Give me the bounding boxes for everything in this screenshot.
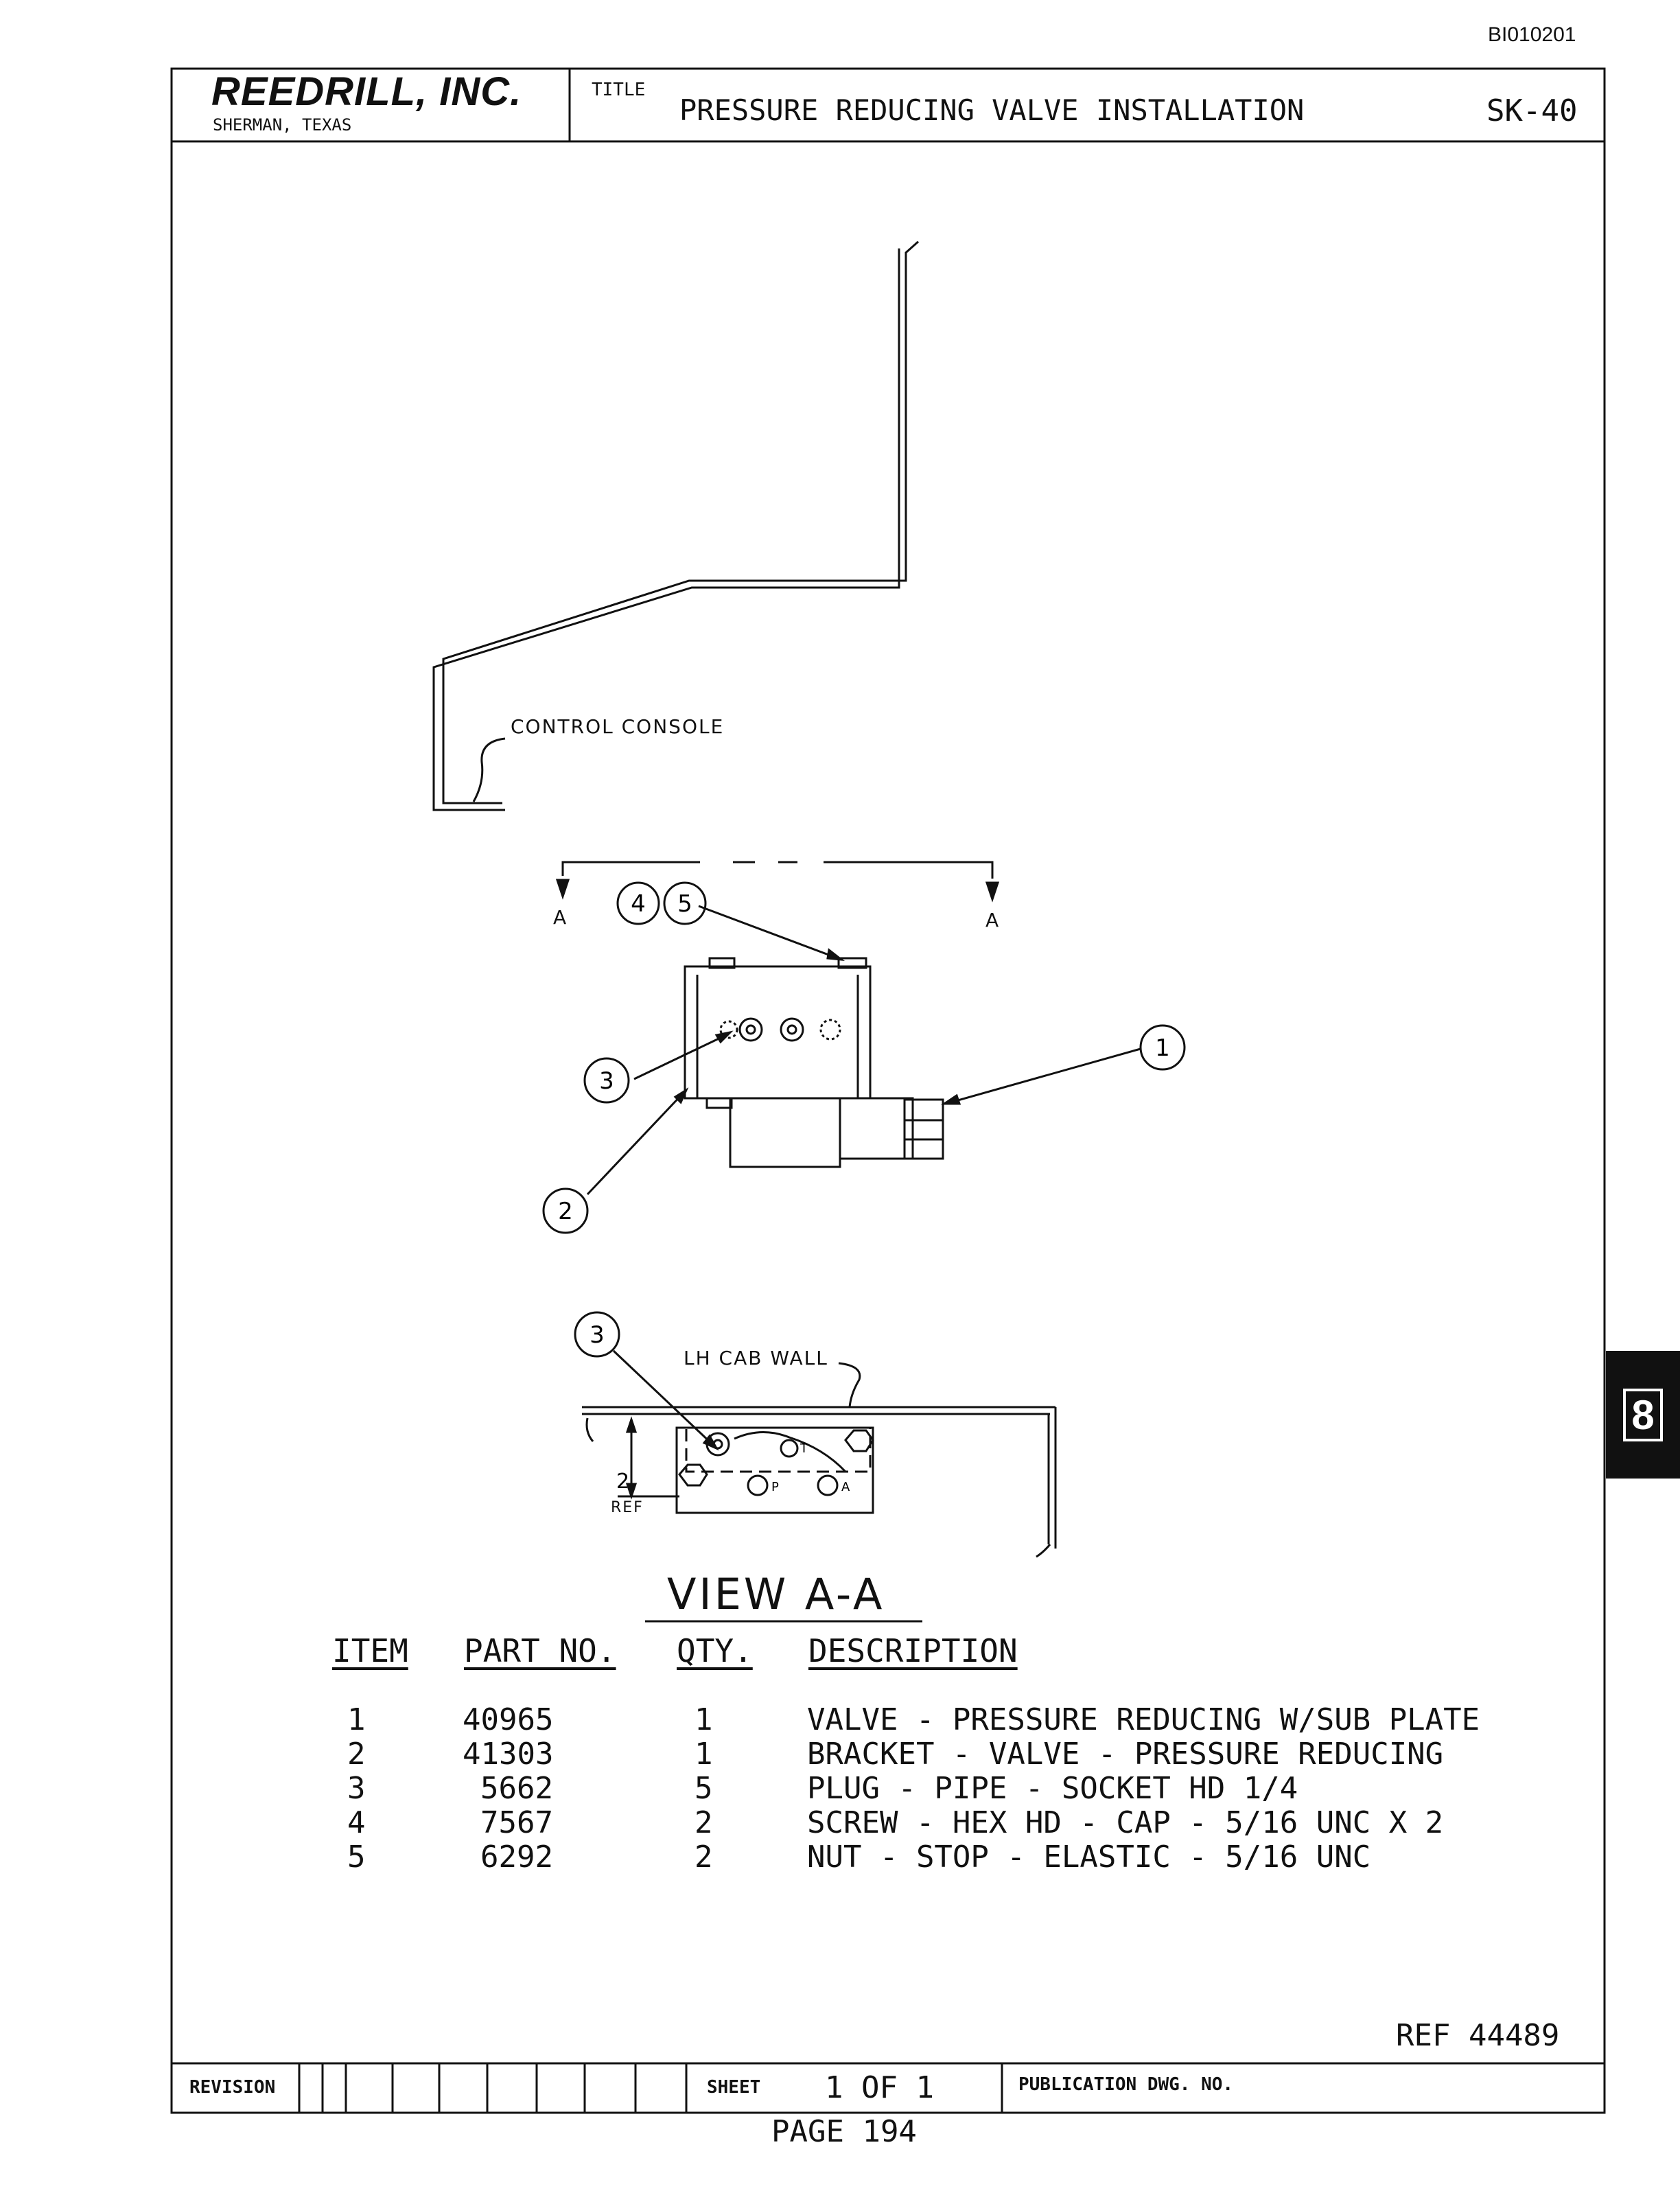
port-t: T [800, 1441, 808, 1456]
drawing-title: PRESSURE REDUCING VALVE INSTALLATION [679, 93, 1305, 127]
revision-label: REVISION [189, 2077, 276, 2098]
company-location: SHERMAN, TEXAS [213, 115, 352, 135]
wall-label: LH CAB WALL [684, 1347, 828, 1369]
svg-text:2: 2 [616, 1470, 629, 1494]
callout-1-circle [1139, 1024, 1186, 1071]
table-row-desc: SCREW - HEX HD - CAP - 5/16 UNC X 2 [807, 1805, 1444, 1840]
sheet-label: SHEET [707, 2077, 761, 2098]
callout-3b-circle [574, 1311, 620, 1358]
table-row-desc: PLUG - PIPE - SOCKET HD 1/4 [807, 1771, 1298, 1806]
callout-3b: 3 [590, 1321, 605, 1349]
callout-5-circle [663, 881, 707, 925]
table-row-part: 40965 [463, 1702, 554, 1737]
table-row-qty: 1 [695, 1702, 713, 1737]
callout-4-circle [616, 881, 660, 925]
table-row-part: 7567 [480, 1805, 553, 1840]
table-row-part: 41303 [463, 1737, 554, 1772]
header-part: PART NO. [464, 1632, 616, 1669]
table-row-item: 4 [347, 1805, 366, 1840]
company-name: REEDRILL, INC. [211, 69, 522, 114]
header-item: ITEM [332, 1632, 408, 1669]
document-id: BI010201 [1488, 23, 1576, 46]
table-row-desc: NUT - STOP - ELASTIC - 5/16 UNC [807, 1840, 1371, 1875]
section-marker-left: A [553, 906, 568, 929]
valve-bracket [684, 965, 872, 1100]
section-tab-number: 8 [1623, 1388, 1663, 1441]
table-row-part: 6292 [480, 1840, 553, 1875]
reference-number: REF 44489 [1396, 2018, 1560, 2053]
table-row-qty: 2 [695, 1805, 713, 1840]
table-row-part: 5662 [480, 1771, 553, 1806]
callout-2-circle [542, 1187, 589, 1234]
dimension-ref: REF [611, 1499, 644, 1516]
table-row-item: 2 [347, 1737, 366, 1772]
sheet-value: 1 OF 1 [825, 2070, 934, 2105]
table-row-desc: VALVE - PRESSURE REDUCING W/SUB PLATE [807, 1702, 1480, 1737]
table-row-item: 3 [347, 1771, 366, 1806]
table-row-qty: 5 [695, 1771, 713, 1806]
control-console-outline [442, 240, 919, 804]
table-row-qty: 1 [695, 1737, 713, 1772]
callout-1: 1 [1155, 1034, 1170, 1062]
publication-label: PUBLICATION DWG. NO. [1018, 2074, 1234, 2095]
callout-3-circle [583, 1057, 630, 1104]
callout-5: 5 [677, 890, 692, 918]
sketch-number: SK-40 [1486, 93, 1578, 128]
section-line [561, 861, 994, 879]
valve-solenoid [839, 1097, 914, 1160]
valve-body [729, 1097, 841, 1168]
page-number: PAGE 194 [771, 2114, 917, 2149]
table-row-item: 5 [347, 1840, 366, 1875]
port-a: A [841, 1480, 850, 1494]
header-desc: DESCRIPTION [808, 1632, 1018, 1669]
control-console-label: CONTROL CONSOLE [511, 715, 725, 738]
port-p: P [771, 1480, 779, 1494]
view-title: VIEW A-A [667, 1569, 885, 1619]
callout-4: 4 [631, 890, 646, 918]
table-row-desc: BRACKET - VALVE - PRESSURE REDUCING [807, 1737, 1444, 1772]
title-label: TITLE [592, 80, 646, 100]
callout-3: 3 [599, 1067, 614, 1095]
callout-2: 2 [558, 1198, 573, 1225]
wall-leader [838, 1362, 861, 1408]
table-row-item: 1 [347, 1702, 366, 1737]
table-row-qty: 2 [695, 1840, 713, 1875]
header-qty: QTY. [677, 1632, 753, 1669]
console-leader [472, 737, 506, 802]
section-tab: 8 [1606, 1351, 1680, 1479]
section-marker-right: A [985, 909, 1001, 931]
